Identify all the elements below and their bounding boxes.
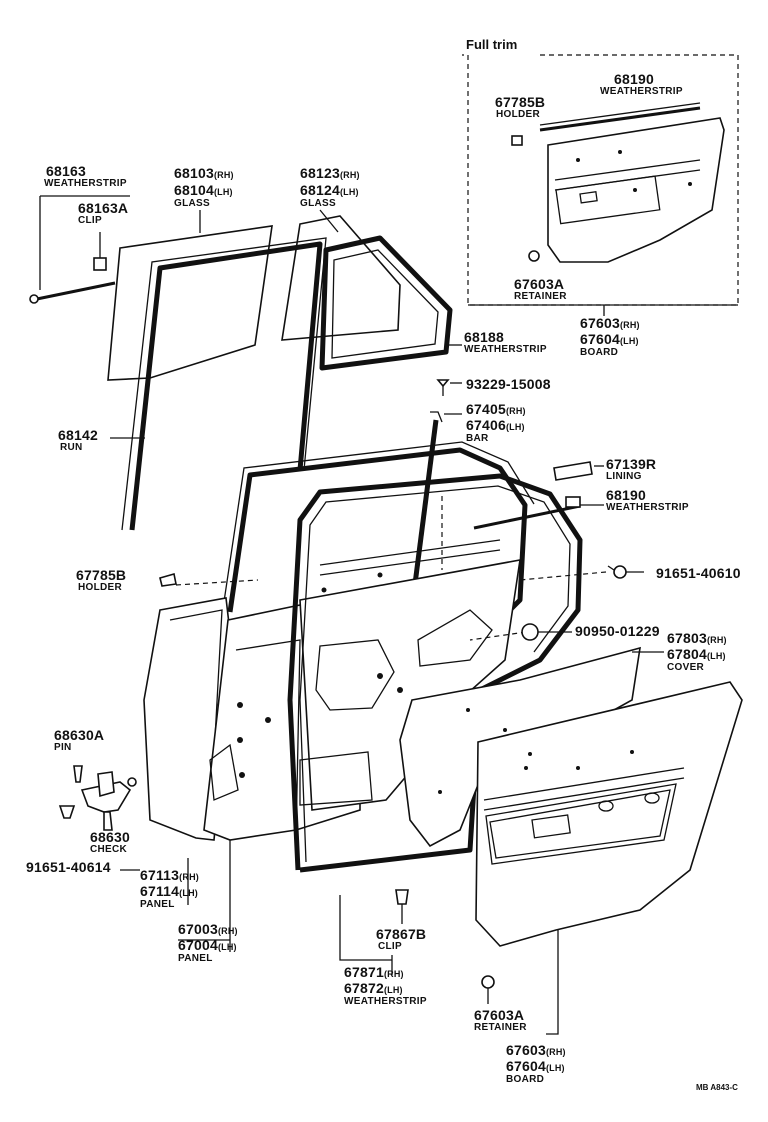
label-cover-name: COVER [667,662,705,673]
label-91651-40610: 91651-40610 [656,565,741,581]
screw-91651-40610 [607,565,644,579]
bolt-91651-40614 [58,805,76,819]
label-67603-rh: 67603(RH) [506,1042,566,1058]
label-67785B-name: HOLDER [78,582,123,593]
label-lining-name: LINING [606,471,642,482]
label-full-trim-board-rh: 67603(RH) [580,315,640,331]
holder-67785B [159,572,177,587]
label-bar-name: BAR [466,433,489,444]
label-67785B-number: 67785B [76,567,127,583]
label-68104-lh: 68104(LH) [174,182,233,198]
label-full-trim-holder-name: HOLDER [496,109,541,120]
full-trim-title: Full trim [466,37,518,52]
glass-68123 [281,209,401,341]
glass-68103 [107,210,273,381]
label-67872-lh: 67872(LH) [344,980,403,996]
label-glass-68103-name: GLASS [174,198,210,209]
label-68630-number: 68630 [90,829,130,845]
label-67113-rh: 67113(RH) [140,867,199,883]
label-clip-name: CLIP [378,941,402,952]
board-67603 [475,681,743,947]
lining-67139R [553,461,604,481]
label-68163-name: WEATHERSTRIP [44,178,127,189]
label-68142-number: 68142 [58,427,98,443]
label-67871-rh: 67871(RH) [344,964,404,980]
label-retainer-name: RETAINER [474,1022,527,1033]
label-67139R-number: 67139R [606,456,657,472]
retainer-67603A [481,975,495,1004]
label-68190-name: WEATHERSTRIP [606,502,689,513]
pin-68630A [73,765,83,783]
label-68163A-number: 68163A [78,200,129,216]
full-trim-holder [511,135,523,146]
full-trim-box [462,54,739,306]
label-68190-number: 68190 [606,487,646,503]
screw-93229 [436,379,462,396]
label-93229-number: 93229-15008 [466,376,551,392]
label-68163A-name: CLIP [78,215,102,226]
label-full-trim-retainer-number: 67603A [514,276,565,292]
label-check-name: CHECK [90,844,128,855]
label-67803-rh: 67803(RH) [667,630,727,646]
weatherstrip-68190 [473,496,604,530]
label-glass-68123-name: GLASS [300,198,336,209]
full-trim-board [547,117,725,263]
label-67003-rh: 67003(RH) [178,921,238,937]
label-67804-lh: 67804(LH) [667,646,726,662]
label-67406-lh: 67406(LH) [466,417,525,433]
label-68163-number: 68163 [46,163,86,179]
clip-68163A [93,232,107,271]
diagram-code: MB A843-C [696,1083,738,1092]
label-68630A-number: 68630A [54,727,105,743]
label-weatherstrip-67871-name: WEATHERSTRIP [344,996,427,1007]
label-90950-01229: 90950-01229 [575,623,660,639]
label-68124-lh: 68124(LH) [300,182,359,198]
label-board-name: BOARD [506,1074,545,1085]
plug-90950 [521,623,572,641]
label-67114-lh: 67114(LH) [140,883,198,899]
weatherstrip-68163 [29,195,130,304]
label-full-trim-board-name: BOARD [580,347,619,358]
label-68142-name: RUN [60,442,83,453]
door-shell [143,441,535,841]
label-pin-name: PIN [54,742,72,753]
label-full-trim-board-lh: 67604(LH) [580,331,639,347]
leader-lines [120,840,559,1035]
run-68142 [110,237,327,531]
label-91651-40614: 91651-40614 [26,859,111,875]
dashed-leaders [175,496,607,641]
label-67004-lh: 67004(LH) [178,937,237,953]
full-trim-weatherstrip [539,102,701,132]
label-full-trim-weatherstrip-name: WEATHERSTRIP [600,86,683,97]
label-68188-number: 68188 [464,329,504,345]
clip-67867B [395,889,409,924]
label-full-trim-holder-number: 67785B [495,94,546,110]
full-trim-retainer [528,250,540,262]
label-panel-67113-name: PANEL [140,899,175,910]
label-68188-name: WEATHERSTRIP [464,344,547,355]
label-67603A-number: 67603A [474,1007,525,1023]
label-full-trim-weatherstrip-number: 68190 [614,71,654,87]
label-67604-lh: 67604(LH) [506,1058,565,1074]
label-67405-rh: 67405(RH) [466,401,526,417]
label-68123-rh: 68123(RH) [300,165,360,181]
check-68630 [80,771,137,831]
label-full-trim-retainer-name: RETAINER [514,291,567,302]
label-panel-67003-name: PANEL [178,953,213,964]
label-67867B-number: 67867B [376,926,427,942]
label-68103-rh: 68103(RH) [174,165,234,181]
weatherstrip-68188 [319,235,462,371]
